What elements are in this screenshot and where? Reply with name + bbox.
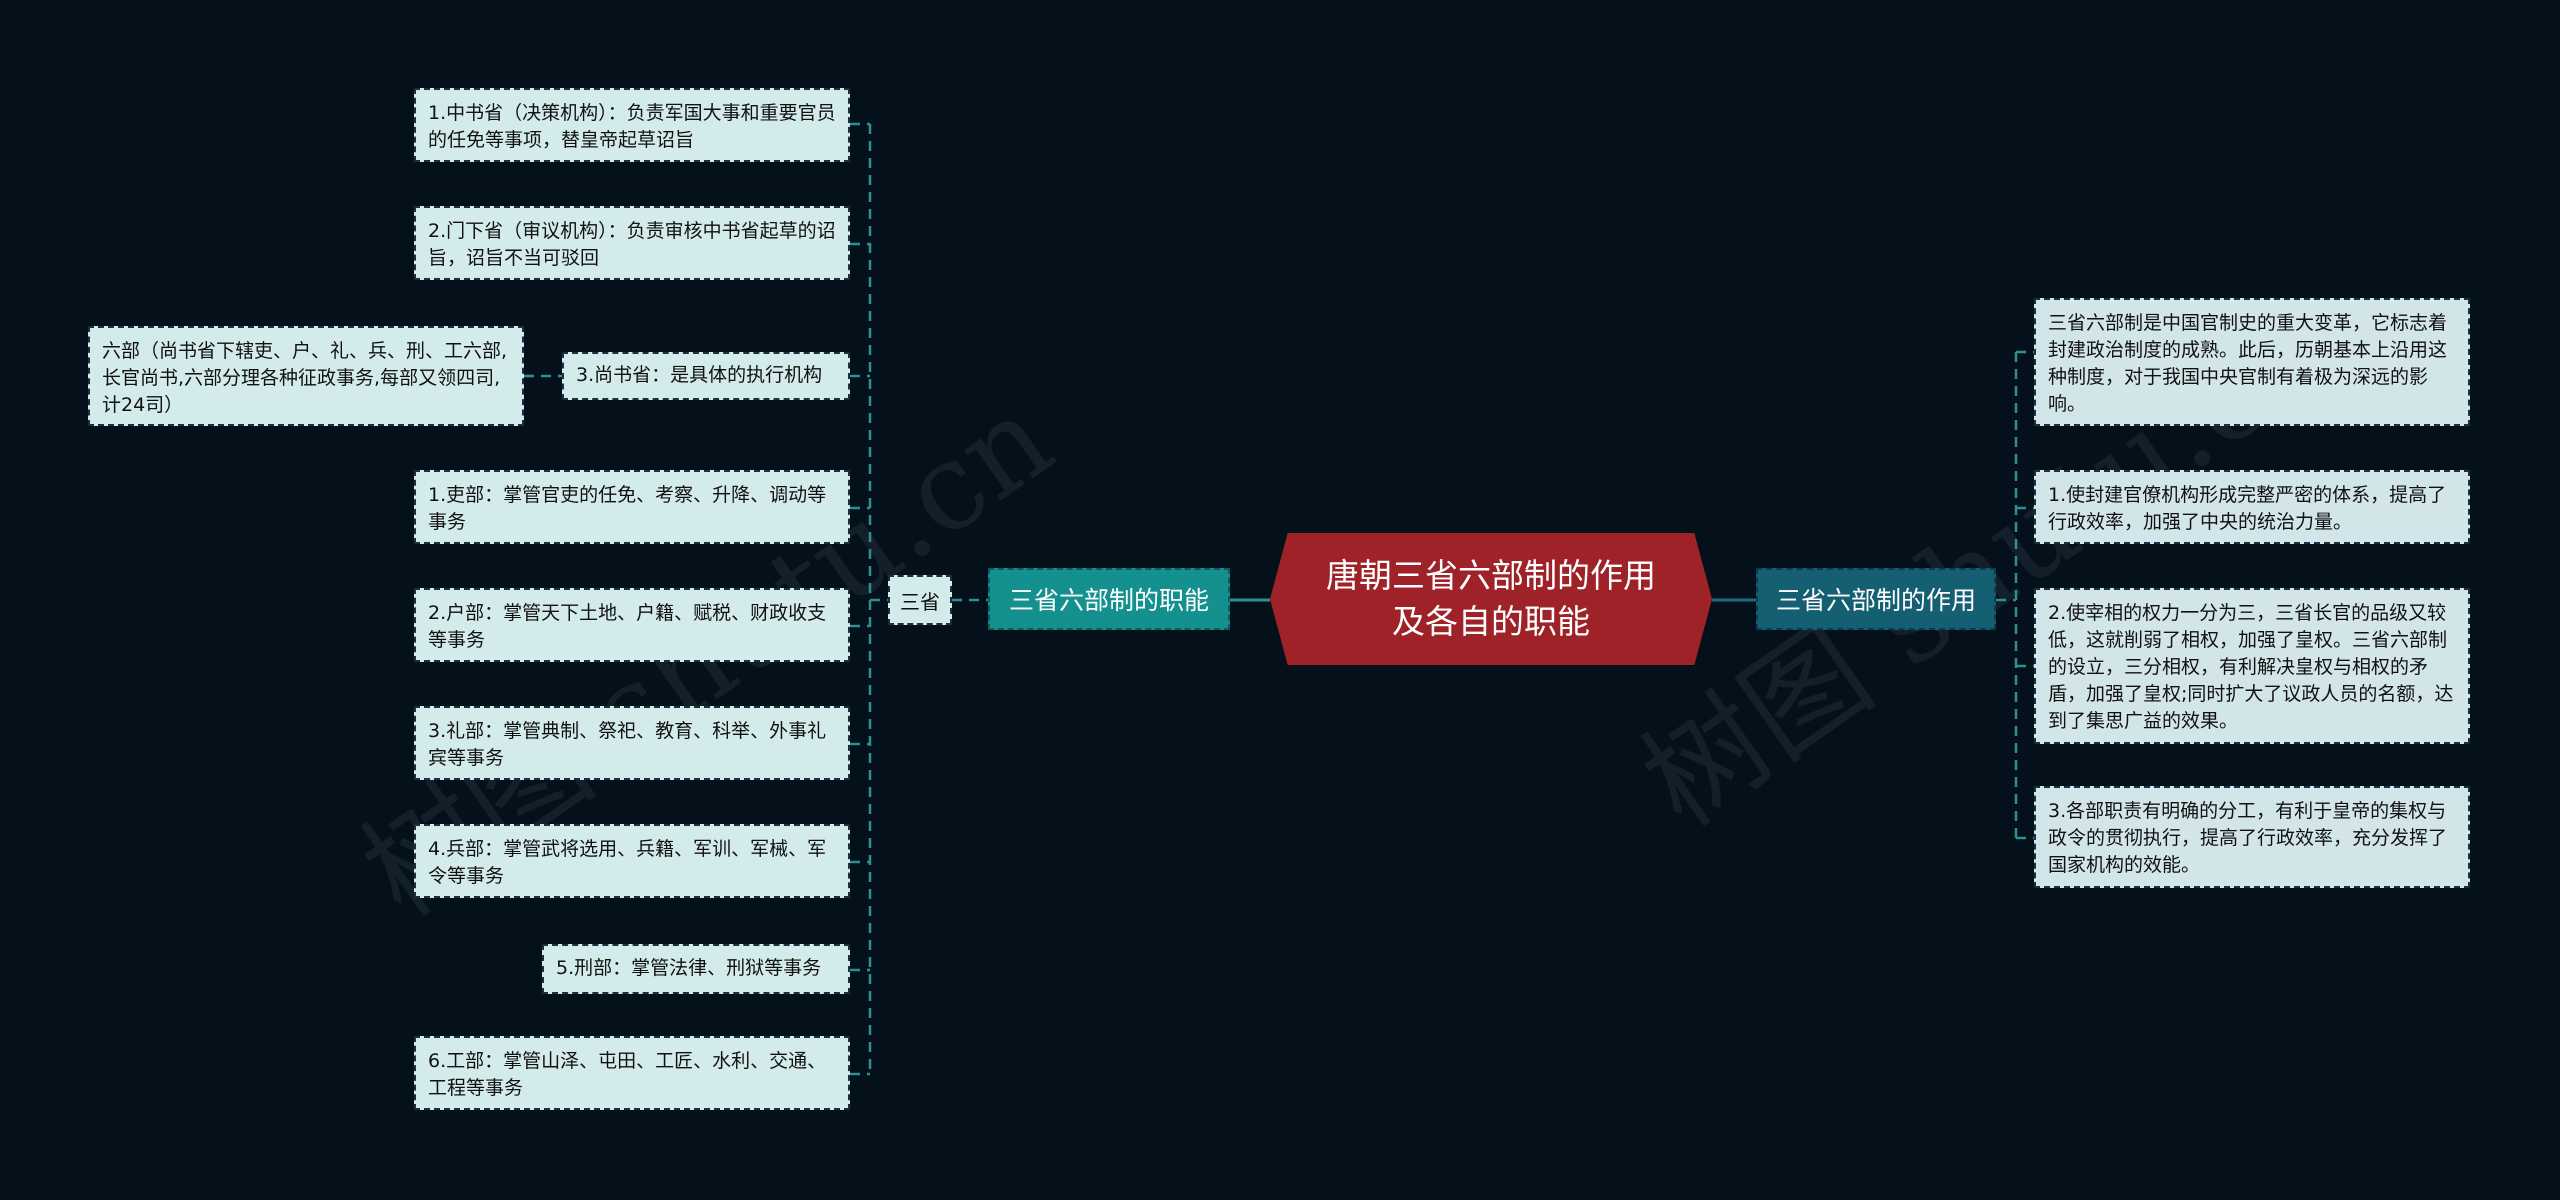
- leaf-text: 3.尚书省：是具体的执行机构: [576, 364, 823, 386]
- leaf-text: 2.使宰相的权力一分为三，三省长官的品级又较低，这就削弱了相权，加强了皇权。三省…: [2048, 602, 2454, 732]
- sub-node-three-departments[interactable]: 三省: [888, 575, 952, 625]
- branch-functions-label: 三省六部制的职能: [1008, 586, 1209, 615]
- leaf-text: 5.刑部：掌管法律、刑狱等事务: [556, 957, 822, 979]
- leaf-text: 2.户部：掌管天下土地、户籍、赋税、财政收支等事务: [428, 602, 827, 651]
- branch-effects-label: 三省六部制的作用: [1775, 586, 1976, 615]
- central-topic-label: 唐朝三省六部制的作用及各自的职能: [1326, 556, 1656, 641]
- leaf-six-ministries[interactable]: 六部（尚书省下辖吏、户、礼、兵、刑、工六部,长官尚书,六部分理各种征政事务,每部…: [88, 326, 524, 426]
- leaf-bingbu[interactable]: 4.兵部：掌管武将选用、兵籍、军训、军械、军令等事务: [414, 824, 850, 898]
- leaf-libu-rites[interactable]: 3.礼部：掌管典制、祭祀、教育、科举、外事礼宾等事务: [414, 706, 850, 780]
- leaf-text: 三省六部制是中国官制史的重大变革，它标志着封建政治制度的成熟。此后，历朝基本上沿…: [2048, 312, 2448, 415]
- leaf-gongbu[interactable]: 6.工部：掌管山泽、屯田、工匠、水利、交通、工程等事务: [414, 1036, 850, 1110]
- leaf-text: 1.使封建官僚机构形成完整严密的体系，提高了行政效率，加强了中央的统治力量。: [2048, 484, 2447, 533]
- leaf-hubu[interactable]: 2.户部：掌管天下土地、户籍、赋税、财政收支等事务: [414, 588, 850, 662]
- leaf-effect-2[interactable]: 2.使宰相的权力一分为三，三省长官的品级又较低，这就削弱了相权，加强了皇权。三省…: [2034, 588, 2470, 744]
- branch-functions[interactable]: 三省六部制的职能: [988, 568, 1230, 630]
- leaf-text: 1.吏部：掌管官吏的任免、考察、升降、调动等事务: [428, 484, 827, 533]
- branch-effects[interactable]: 三省六部制的作用: [1756, 568, 1996, 630]
- leaf-text: 6.工部：掌管山泽、屯田、工匠、水利、交通、工程等事务: [428, 1050, 827, 1099]
- leaf-effect-1[interactable]: 1.使封建官僚机构形成完整严密的体系，提高了行政效率，加强了中央的统治力量。: [2034, 470, 2470, 544]
- leaf-text: 1.中书省（决策机构）：负责军国大事和重要官员的任免等事项，替皇帝起草诏旨: [428, 102, 836, 151]
- leaf-text: 3.礼部：掌管典制、祭祀、教育、科举、外事礼宾等事务: [428, 720, 827, 769]
- leaf-text: 3.各部职责有明确的分工，有利于皇帝的集权与政令的贯彻执行，提高了行政效率，充分…: [2048, 800, 2448, 876]
- leaf-text: 六部（尚书省下辖吏、户、礼、兵、刑、工六部,长官尚书,六部分理各种征政事务,每部…: [102, 340, 508, 416]
- leaf-effect-3[interactable]: 3.各部职责有明确的分工，有利于皇帝的集权与政令的贯彻执行，提高了行政效率，充分…: [2034, 786, 2470, 888]
- leaf-shangshu[interactable]: 3.尚书省：是具体的执行机构: [562, 352, 850, 400]
- leaf-zhongshu[interactable]: 1.中书省（决策机构）：负责军国大事和重要官员的任免等事项，替皇帝起草诏旨: [414, 88, 850, 162]
- leaf-text: 2.门下省（审议机构）：负责审核中书省起草的诏旨，诏旨不当可驳回: [428, 220, 836, 269]
- leaf-text: 4.兵部：掌管武将选用、兵籍、军训、军械、军令等事务: [428, 838, 827, 887]
- leaf-effect-overview[interactable]: 三省六部制是中国官制史的重大变革，它标志着封建政治制度的成熟。此后，历朝基本上沿…: [2034, 298, 2470, 426]
- leaf-libu-personnel[interactable]: 1.吏部：掌管官吏的任免、考察、升降、调动等事务: [414, 470, 850, 544]
- leaf-menxia[interactable]: 2.门下省（审议机构）：负责审核中书省起草的诏旨，诏旨不当可驳回: [414, 206, 850, 280]
- central-topic[interactable]: 唐朝三省六部制的作用及各自的职能: [1270, 533, 1712, 665]
- leaf-xingbu[interactable]: 5.刑部：掌管法律、刑狱等事务: [542, 944, 850, 994]
- sub-node-label: 三省: [900, 589, 940, 614]
